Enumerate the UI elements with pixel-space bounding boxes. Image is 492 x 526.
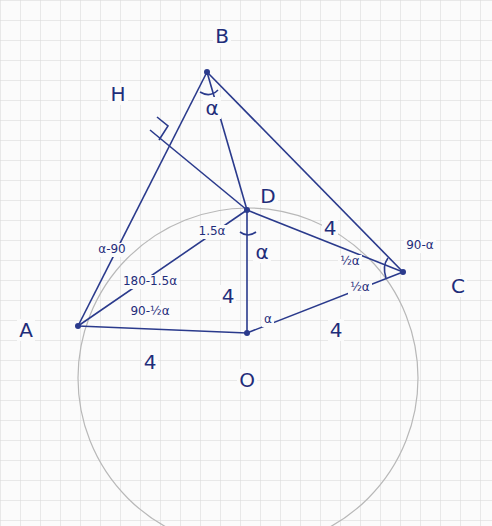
- angle-expression: α-90: [96, 243, 128, 256]
- length-label: 4: [142, 351, 159, 373]
- angle-label: α: [262, 313, 274, 326]
- point-label: H: [108, 83, 127, 105]
- angle-label: α: [203, 97, 220, 119]
- circle: [78, 208, 418, 526]
- angle-expression: ½α: [338, 255, 362, 268]
- angle-expression: ½α: [348, 281, 372, 294]
- angle-label: α: [253, 241, 270, 263]
- point-label: B: [213, 25, 231, 47]
- points: [75, 69, 406, 336]
- length-label: 4: [322, 217, 339, 239]
- segments: [78, 72, 403, 333]
- angle-expression: 90-½α: [128, 305, 171, 318]
- length-label: 4: [328, 319, 345, 341]
- angle-expression: 180-1.5α: [121, 275, 179, 288]
- point-label: D: [258, 185, 277, 207]
- point-label: A: [17, 319, 35, 341]
- point-label: C: [449, 275, 467, 297]
- angle-expression: 90-α: [404, 239, 436, 252]
- angle-expression: 1.5α: [197, 225, 228, 238]
- point-label: O: [237, 369, 257, 391]
- length-label: 4: [220, 285, 237, 307]
